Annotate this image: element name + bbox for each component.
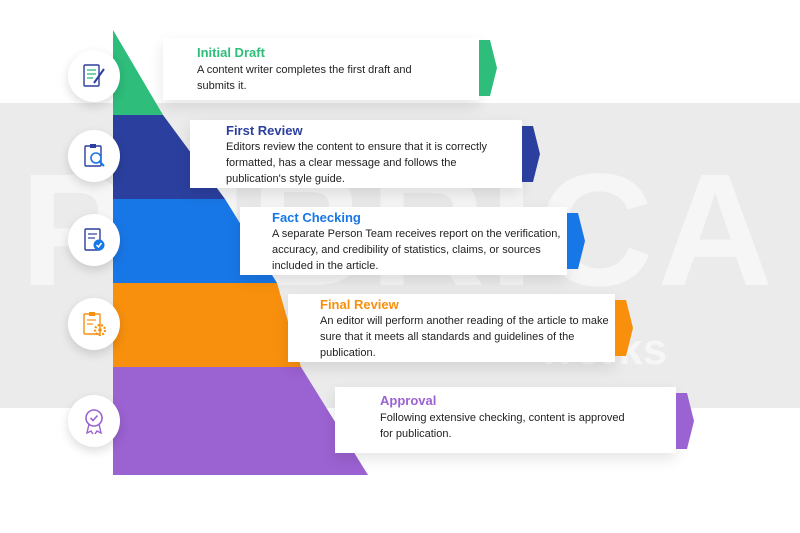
stage-tab-fact-checking (567, 213, 585, 269)
icon-circle-fact-checking (68, 214, 120, 266)
stage-title: First Review (226, 123, 303, 138)
stage-tab-first-review (522, 126, 540, 182)
stage-card-fact-checking: Fact Checking A separate Person Team rec… (240, 207, 567, 275)
document-checkmark-icon (84, 228, 105, 251)
stage-description: A content writer completes the first dra… (197, 64, 412, 92)
stage-card-final-review: Final Review An editor will perform anot… (288, 294, 615, 362)
stage-description: A separate Person Team receives report o… (272, 228, 561, 272)
award-badge-icon (85, 409, 103, 435)
stage-title: Approval (380, 393, 437, 408)
stage-card-initial-draft: Initial Draft A content writer completes… (163, 38, 479, 100)
clipboard-magnifier-icon (84, 144, 105, 167)
stage-description: Editors review the content to ensure tha… (226, 141, 488, 185)
pyramid-layer-4 (113, 283, 301, 367)
clipboard-gear-icon (83, 312, 107, 337)
stage-tab-final-review (615, 300, 633, 356)
stage-tab-initial-draft (479, 40, 497, 96)
icon-circle-first-review (68, 130, 120, 182)
stage-description: An editor will perform another reading o… (320, 315, 609, 359)
pyramid-layer-5 (113, 367, 368, 475)
icon-circle-initial-draft (68, 50, 120, 102)
stage-title: Fact Checking (272, 210, 361, 225)
icon-circle-approval (68, 395, 120, 447)
stage-title: Final Review (320, 297, 399, 312)
stage-card-approval: Approval Following extensive checking, c… (335, 387, 676, 453)
pyramid-layer-3 (113, 199, 277, 283)
stage-description: Following extensive checking, content is… (380, 412, 625, 440)
stage-title: Initial Draft (197, 45, 265, 60)
pyramid-layer-1 (113, 30, 163, 115)
stage-tab-approval (676, 393, 694, 449)
document-pen-icon (83, 64, 105, 87)
icon-circle-final-review (68, 298, 120, 350)
stage-card-first-review: First Review Editors review the content … (190, 120, 522, 188)
